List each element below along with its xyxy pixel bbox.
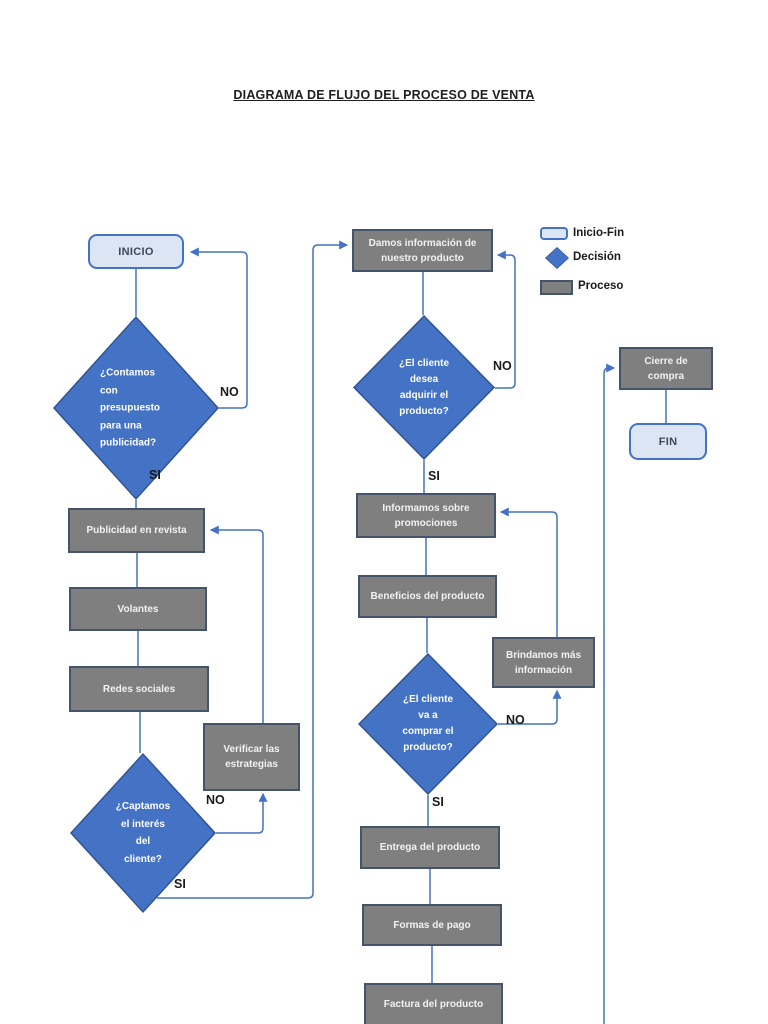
edge-verificar-publicidad — [209, 525, 264, 723]
legend-inicio-fin-label: Inicio-Fin — [573, 227, 625, 239]
node-decision-desea-adquirir: ¿El cliente desea adquirir el producto? — [353, 315, 495, 460]
legend-proceso-label: Proceso — [578, 280, 624, 292]
node-factura-producto: Factura del producto — [364, 983, 503, 1024]
node-decision-presupuesto-label: ¿Contamos con presupuesto para una publi… — [100, 367, 161, 449]
edge-label-captamos-no: NO — [206, 793, 225, 807]
legend-proceso-swatch — [540, 280, 573, 295]
node-entrega-producto: Entrega del producto — [360, 826, 500, 869]
edge-label-desea-no: NO — [493, 359, 512, 373]
edge-captamos-si-damos — [157, 240, 349, 899]
node-decision-presupuesto: ¿Contamos con presupuesto para una publi… — [53, 316, 219, 500]
node-informamos-promociones: Informamos sobre promociones — [356, 493, 496, 538]
edge-factura-cierre — [603, 363, 616, 1024]
node-formas-pago: Formas de pago — [362, 904, 502, 946]
edge-presupuesto-no-inicio — [189, 247, 248, 409]
edge-label-comprar-si: SI — [432, 795, 444, 809]
legend-inicio-fin-swatch — [540, 227, 568, 240]
node-fin: FIN — [629, 423, 707, 460]
legend-decision-swatch — [545, 247, 569, 269]
node-decision-desea-adquirir-label: ¿El cliente desea adquirir el producto? — [398, 357, 449, 417]
edge-label-comprar-no: NO — [506, 713, 525, 727]
edge-label-presupuesto-si: SI — [149, 468, 161, 482]
node-decision-captamos: ¿Captamos el interés del cliente? — [70, 753, 216, 913]
node-decision-va-a-comprar-label: ¿El cliente va a comprar el producto? — [402, 694, 454, 753]
edge-desea-no-damos — [495, 250, 516, 389]
node-volantes: Volantes — [69, 587, 207, 631]
node-decision-va-a-comprar: ¿El cliente va a comprar el producto? — [358, 653, 498, 795]
page-title: DIAGRAMA DE FLUJO DEL PROCESO DE VENTA — [233, 88, 535, 102]
edge-comprar-no-brindamos — [498, 689, 562, 725]
legend-decision-label: Decisión — [573, 251, 621, 263]
node-decision-captamos-label: ¿Captamos el interés del cliente? — [115, 801, 171, 865]
edge-label-captamos-si: SI — [174, 877, 186, 891]
node-verificar-estrategias: Verificar las estrategias — [203, 723, 300, 791]
node-brindamos-mas-informacion: Brindamos más información — [492, 637, 595, 688]
edge-captamos-no-verificar — [216, 792, 268, 834]
node-beneficios-producto: Beneficios del producto — [358, 575, 497, 618]
edge-label-presupuesto-no: NO — [220, 385, 239, 399]
node-publicidad-en-revista: Publicidad en revista — [68, 508, 205, 553]
node-inicio: INICIO — [88, 234, 184, 269]
node-cierre-compra: Cierre de compra — [619, 347, 713, 390]
node-redes-sociales: Redes sociales — [69, 666, 209, 712]
edge-brindamos-informamos — [499, 507, 558, 637]
node-damos-informacion: Damos información de nuestro producto — [352, 229, 493, 272]
edge-label-desea-si: SI — [428, 469, 440, 483]
